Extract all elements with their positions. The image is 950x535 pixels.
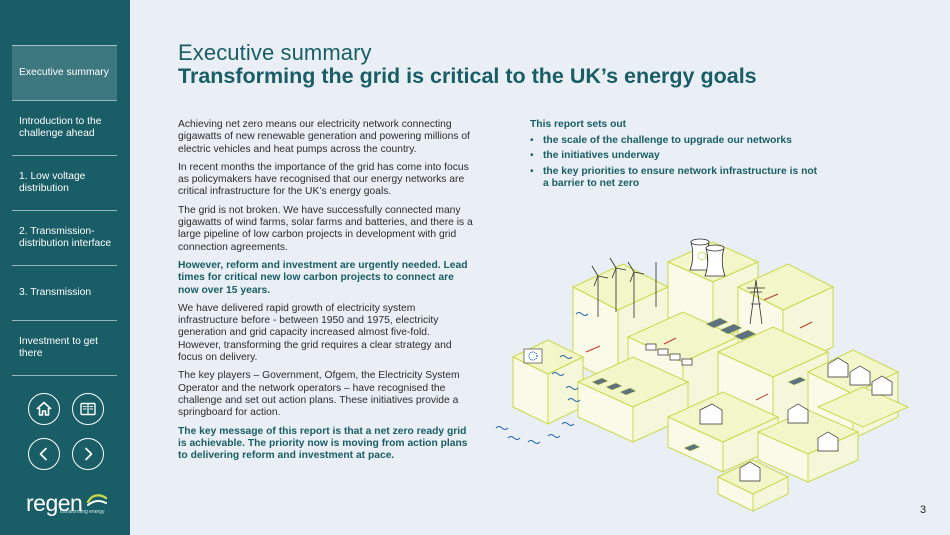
body-paragraph-emphasis: The key message of this report is that a… (178, 425, 468, 462)
home-icon (36, 401, 52, 416)
eu-flag-box (523, 348, 543, 364)
sidebar-item-label: 3. Transmission (19, 286, 92, 298)
sidebar-item-low-voltage-distribution[interactable]: 1. Low voltage distribution (12, 155, 117, 210)
body-paragraph: We have delivered rapid growth of electr… (178, 302, 452, 364)
sidebar-item-label: 1. Low voltage distribution (19, 170, 86, 195)
electricity-pylon (747, 279, 765, 325)
sidebar-divider (12, 375, 117, 376)
section-supertitle: Executive summary (178, 40, 372, 65)
energy-grid-illustration (495, 238, 910, 512)
cooling-towers (689, 238, 726, 277)
book-icon (80, 402, 96, 416)
wind-turbines (591, 257, 657, 318)
solar-panels (591, 317, 807, 452)
home-button[interactable] (28, 393, 60, 425)
logo-tagline: transforming energy (60, 509, 105, 515)
page-number: 3 (920, 504, 927, 516)
body-paragraph-emphasis: However, reform and investment are urgen… (178, 259, 468, 296)
houses (699, 357, 893, 482)
sidebar-item-transmission[interactable]: 3. Transmission (12, 265, 117, 320)
sidebar-item-introduction[interactable]: Introduction to the challenge ahead (12, 100, 117, 155)
page-title: Transforming the grid is critical to the… (178, 64, 757, 88)
body-paragraph: In recent months the importance of the g… (178, 161, 469, 198)
sidebar-item-label: Investment to get there (19, 335, 98, 360)
battery-storage (645, 343, 693, 366)
chevron-right-icon (85, 447, 93, 461)
body-paragraph: Achieving net zero means our electricity… (178, 119, 470, 155)
body-paragraph: The key players – Government, Ofgem, the… (178, 370, 460, 419)
power-cables (585, 293, 813, 401)
report-bullet: the scale of the challenge to upgrade ou… (530, 135, 820, 148)
previous-button[interactable] (28, 438, 60, 470)
sidebar-item-label: Executive summary (19, 66, 109, 78)
next-button[interactable] (72, 438, 104, 470)
sidebar-item-label: Introduction to the challenge ahead (19, 115, 102, 140)
body-text: Achieving net zero means our electricity… (178, 119, 474, 468)
report-summary: This report sets out the scale of the ch… (530, 119, 820, 194)
sidebar-item-label: 2. Transmission-distribution interface (19, 225, 112, 250)
report-bullet: the initiatives underway (530, 150, 820, 163)
sidebar: Executive summary Introduction to the ch… (0, 0, 130, 535)
report-heading: This report sets out (530, 119, 627, 130)
report-bullet-list: the scale of the challenge to upgrade ou… (530, 135, 820, 191)
contents-button[interactable] (72, 393, 104, 425)
sea-waves (495, 312, 589, 444)
chevron-left-icon (39, 447, 47, 461)
regen-logo: regen transforming energy (26, 490, 116, 518)
sidebar-nav: Executive summary Introduction to the ch… (12, 45, 117, 376)
body-paragraph: The grid is not broken. We have successf… (178, 204, 473, 253)
isometric-blocks (511, 241, 910, 512)
sidebar-item-transmission-distribution-interface[interactable]: 2. Transmission-distribution interface (12, 210, 117, 265)
report-bullet: the key priorities to ensure network inf… (530, 166, 820, 191)
logo-swoosh-icon (86, 494, 108, 506)
sidebar-item-investment[interactable]: Investment to get there (12, 320, 117, 375)
sidebar-item-executive-summary[interactable]: Executive summary (12, 45, 117, 100)
logo-wordmark: regen (26, 490, 83, 516)
